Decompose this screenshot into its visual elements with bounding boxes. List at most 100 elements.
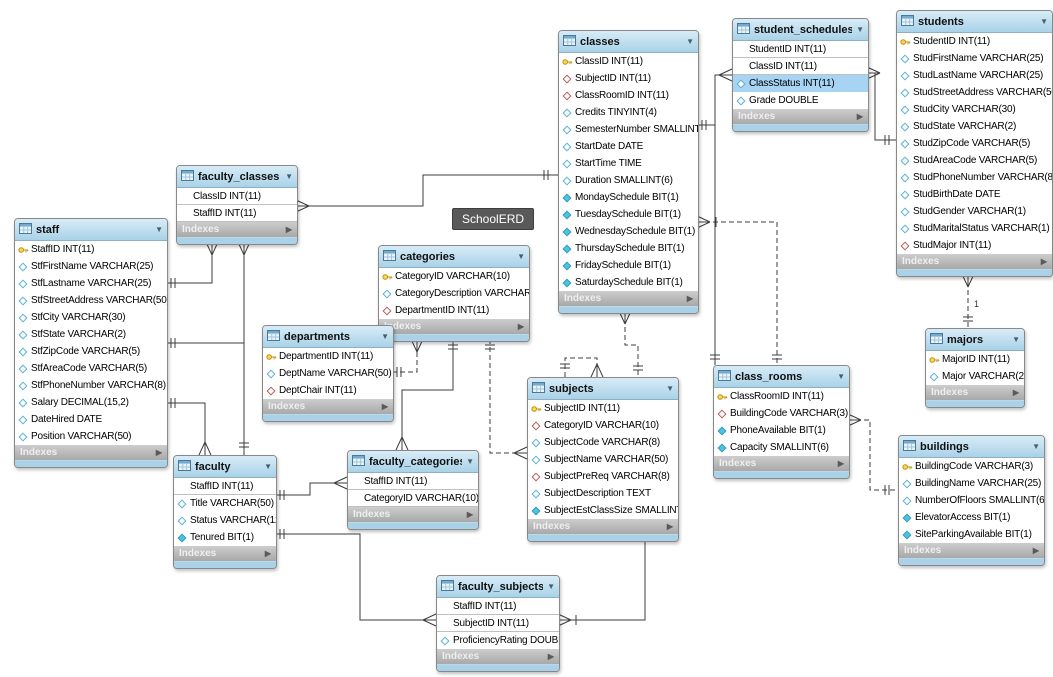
column-StudCity[interactable]: StudCity VARCHAR(30)	[897, 101, 1052, 118]
column-DateHired[interactable]: DateHired DATE	[15, 411, 167, 428]
relationship-connector-subjects-classes[interactable]	[624, 311, 639, 377]
column-ClassID[interactable]: ClassID INT(11)	[177, 188, 297, 205]
table-faculty_classes[interactable]: faculty_classes▼ClassID INT(11)StaffID I…	[176, 165, 298, 245]
expand-arrow-icon[interactable]: ▶	[264, 549, 271, 558]
column-BuildingCode[interactable]: BuildingCode VARCHAR(3)	[714, 405, 849, 422]
relationship-connector-subjects-faculty_subjects[interactable]	[558, 539, 646, 621]
expand-arrow-icon[interactable]: ▶	[285, 225, 292, 234]
chevron-down-icon[interactable]: ▼	[666, 383, 674, 393]
column-StaffID[interactable]: StaffID INT(11)	[348, 473, 478, 490]
chevron-down-icon[interactable]: ▼	[264, 461, 272, 471]
column-StaffID[interactable]: StaffID INT(11)	[15, 241, 167, 258]
table-students[interactable]: students▼StudentID INT(11)StudFirstName …	[896, 10, 1053, 277]
column-StartDate[interactable]: StartDate DATE	[559, 138, 698, 155]
chevron-down-icon[interactable]: ▼	[1040, 16, 1048, 26]
column-SemesterNumber[interactable]: SemesterNumber SMALLINT(6)	[559, 121, 698, 138]
column-BuildingName[interactable]: BuildingName VARCHAR(25)	[899, 475, 1044, 492]
indexes-row[interactable]: Indexes▶	[15, 445, 167, 460]
expand-arrow-icon[interactable]: ▶	[686, 294, 693, 303]
column-StaffID[interactable]: StaffID INT(11)	[174, 478, 276, 495]
chevron-down-icon[interactable]: ▼	[1032, 441, 1040, 451]
relationship-connector-class_rooms-buildings[interactable]	[848, 419, 898, 491]
table-staff[interactable]: staff▼StaffID INT(11)StfFirstName VARCHA…	[14, 218, 168, 468]
chevron-down-icon[interactable]: ▼	[1012, 334, 1020, 344]
column-ClassRoomID[interactable]: ClassRoomID INT(11)	[714, 388, 849, 405]
column-DeptChair[interactable]: DeptChair INT(11)	[263, 382, 393, 399]
column-DeptName[interactable]: DeptName VARCHAR(50)	[263, 365, 393, 382]
column-StudState[interactable]: StudState VARCHAR(2)	[897, 118, 1052, 135]
column-StudAreaCode[interactable]: StudAreaCode VARCHAR(5)	[897, 152, 1052, 169]
indexes-row[interactable]: Indexes▶	[897, 254, 1052, 269]
table-departments[interactable]: departments▼DepartmentID INT(11)DeptName…	[262, 325, 394, 422]
column-StudentID[interactable]: StudentID INT(11)	[897, 33, 1052, 50]
table-buildings[interactable]: buildings▼BuildingCode VARCHAR(3)Buildin…	[898, 435, 1045, 566]
relationship-connector-student_schedules-class_rooms[interactable]	[714, 74, 732, 365]
table-faculty_categories[interactable]: faculty_categories▼StaffID INT(11)Catego…	[347, 450, 479, 530]
column-StfStreetAddress[interactable]: StfStreetAddress VARCHAR(50)	[15, 292, 167, 309]
table-header[interactable]: departments▼	[263, 326, 393, 348]
indexes-row[interactable]: Indexes▶	[177, 222, 297, 237]
expand-arrow-icon[interactable]: ▶	[1012, 388, 1019, 397]
table-class_rooms[interactable]: class_rooms▼ClassRoomID INT(11)BuildingC…	[713, 365, 850, 479]
column-Status[interactable]: Status VARCHAR(12)	[174, 512, 276, 529]
column-StfFirstName[interactable]: StfFirstName VARCHAR(25)	[15, 258, 167, 275]
column-CategoryID[interactable]: CategoryID VARCHAR(10)	[379, 268, 529, 285]
chevron-down-icon[interactable]: ▼	[837, 371, 845, 381]
column-Tenured[interactable]: Tenured BIT(1)	[174, 529, 276, 546]
indexes-row[interactable]: Indexes▶	[263, 399, 393, 414]
column-ThursdaySchedule[interactable]: ThursdaySchedule BIT(1)	[559, 240, 698, 257]
indexes-row[interactable]: Indexes▶	[733, 109, 868, 124]
table-header[interactable]: faculty_subjects▼	[437, 576, 559, 598]
expand-arrow-icon[interactable]: ▶	[381, 402, 388, 411]
table-header[interactable]: categories▼	[379, 246, 529, 268]
column-WednesdaySchedule[interactable]: WednesdaySchedule BIT(1)	[559, 223, 698, 240]
column-StfPhoneNumber[interactable]: StfPhoneNumber VARCHAR(8)	[15, 377, 167, 394]
relationship-connector-staff-faculty[interactable]	[166, 402, 206, 455]
column-StudGender[interactable]: StudGender VARCHAR(1)	[897, 203, 1052, 220]
table-header[interactable]: majors▼	[926, 329, 1024, 351]
expand-arrow-icon[interactable]: ▶	[517, 322, 524, 331]
relationship-connector-faculty-faculty_subjects[interactable]	[275, 533, 436, 621]
indexes-row[interactable]: Indexes▶	[379, 319, 529, 334]
expand-arrow-icon[interactable]: ▶	[547, 652, 554, 661]
column-Duration[interactable]: Duration SMALLINT(6)	[559, 172, 698, 189]
chevron-down-icon[interactable]: ▼	[466, 456, 474, 466]
expand-arrow-icon[interactable]: ▶	[155, 448, 162, 457]
chevron-down-icon[interactable]: ▼	[381, 331, 389, 341]
column-SubjectEstClassSize[interactable]: SubjectEstClassSize SMALLINT(6)	[528, 502, 678, 519]
column-Position[interactable]: Position VARCHAR(50)	[15, 428, 167, 445]
column-StfCity[interactable]: StfCity VARCHAR(30)	[15, 309, 167, 326]
relationship-connector-staff-faculty_classes[interactable]	[166, 242, 213, 284]
column-StartTime[interactable]: StartTime TIME	[559, 155, 698, 172]
table-header[interactable]: subjects▼	[528, 378, 678, 400]
column-ClassID[interactable]: ClassID INT(11)	[733, 58, 868, 75]
diagram-title-note[interactable]: SchoolERD	[452, 208, 535, 230]
relationship-connector-student_schedules-students[interactable]	[867, 72, 896, 141]
indexes-row[interactable]: Indexes▶	[174, 546, 276, 561]
indexes-row[interactable]: Indexes▶	[348, 507, 478, 522]
column-PhoneAvailable[interactable]: PhoneAvailable BIT(1)	[714, 422, 849, 439]
table-header[interactable]: students▼	[897, 11, 1052, 33]
column-Title[interactable]: Title VARCHAR(50)	[174, 495, 276, 512]
column-SubjectPreReq[interactable]: SubjectPreReq VARCHAR(8)	[528, 468, 678, 485]
column-ProficiencyRating[interactable]: ProficiencyRating DOUBLE	[437, 632, 559, 649]
column-StudStreetAddress[interactable]: StudStreetAddress VARCHAR(50)	[897, 84, 1052, 101]
relationship-connector-faculty_classes-classes[interactable]	[296, 174, 558, 207]
indexes-row[interactable]: Indexes▶	[899, 543, 1044, 558]
column-ClassID[interactable]: ClassID INT(11)	[559, 53, 698, 70]
column-StudFirstName[interactable]: StudFirstName VARCHAR(25)	[897, 50, 1052, 67]
chevron-down-icon[interactable]: ▼	[856, 24, 864, 34]
table-header[interactable]: faculty▼	[174, 456, 276, 478]
table-classes[interactable]: classes▼ClassID INT(11)SubjectID INT(11)…	[558, 30, 699, 314]
column-DepartmentID[interactable]: DepartmentID INT(11)	[379, 302, 529, 319]
column-Major[interactable]: Major VARCHAR(20)	[926, 368, 1024, 385]
expand-arrow-icon[interactable]: ▶	[466, 510, 473, 519]
expand-arrow-icon[interactable]: ▶	[1040, 257, 1047, 266]
indexes-row[interactable]: Indexes▶	[437, 649, 559, 664]
column-DepartmentID[interactable]: DepartmentID INT(11)	[263, 348, 393, 365]
relationship-connector-departments-categories[interactable]	[392, 339, 418, 373]
column-StudZipCode[interactable]: StudZipCode VARCHAR(5)	[897, 135, 1052, 152]
table-student_schedules[interactable]: student_schedules▼StudentID INT(11)Class…	[732, 18, 869, 132]
column-SubjectID[interactable]: SubjectID INT(11)	[528, 400, 678, 417]
table-faculty[interactable]: faculty▼StaffID INT(11)Title VARCHAR(50)…	[173, 455, 277, 569]
